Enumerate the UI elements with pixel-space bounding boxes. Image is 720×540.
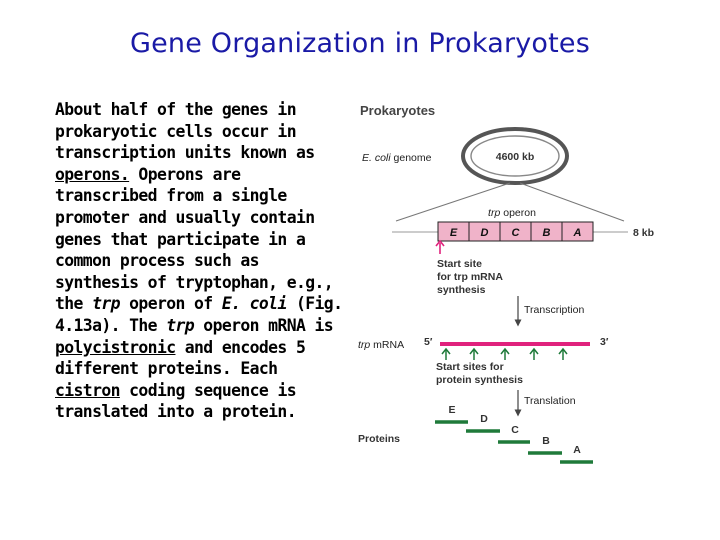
term-polycistronic: polycistronic [55,337,176,357]
mrna-label-italic: trp [358,339,370,351]
body-part: About half of the genes in prokaryotic c… [55,100,315,163]
translation-label: Translation [524,395,576,407]
protein-start-line: Start sites for [436,361,504,373]
protein-start-arrow-head [441,347,451,355]
start-site-line: for trp mRNA [437,271,503,283]
gene-label-E: E [450,227,458,239]
mrna-five-prime: 5′ [424,336,433,348]
protein-start-line: protein synthesis [436,374,523,386]
body-text: About half of the genes in prokaryotic c… [55,99,345,423]
term-trp: trp [166,315,195,335]
protein-start-arrow-head [558,347,568,355]
zoom-line-right [519,182,625,222]
start-site-arrow-head [435,239,445,247]
protein-label-A: A [573,444,581,456]
operon-label: trp operon [488,207,536,219]
protein-start-arrow-head [529,347,539,355]
protein-start-arrows [441,347,568,360]
gene-box-A [561,221,594,242]
protein-label-E: E [448,404,455,416]
body-part: operon mRNA is [194,315,334,335]
gene-label-B: B [543,227,551,239]
genome-label-rest: genome [391,152,432,164]
term-trp: trp [92,294,120,314]
term-cistron: cistron [55,380,120,400]
genome-ring-outer [461,127,569,185]
protein-start-arrow-head [469,347,479,355]
gene-label-A: A [573,227,582,239]
gene-label-D: D [481,227,489,239]
protein-label-D: D [480,413,488,425]
protein-label-C: C [511,424,519,436]
gene-label-C: C [512,227,521,239]
start-site-text: Start site for trp mRNA synthesis [437,258,505,296]
protein-bars: E D C B A [435,404,593,464]
transcription-label: Transcription [524,304,584,316]
body-part: coding sequence is translated into a pro… [55,380,297,422]
body-part: Operons are transcribed from a single pr… [55,164,334,314]
start-site-line: synthesis [437,284,486,296]
zoom-line-left [395,182,511,222]
mrna-label-rest: mRNA [370,339,404,351]
protein-label-B: B [542,435,550,447]
operon-scale: 8 kb [633,227,654,239]
body-part: (Fig. 4.13a). The [55,294,343,335]
genome-size: 4600 kb [496,151,535,163]
genome-label-italic: E. coli [362,152,391,164]
body-part: and encodes 5 different proteins. Each [55,337,306,379]
term-ecoli: E. coli [221,294,287,314]
start-site-line: Start site [437,258,482,270]
operon-label-rest: operon [500,207,536,219]
protein-start-text: Start sites for protein synthesis [436,361,523,386]
protein-start-arrow-head [500,347,510,355]
mrna-three-prime: 3′ [600,336,609,348]
mrna-label: trp mRNA [358,339,404,351]
genome-ring-inner [470,135,560,177]
slide-title: Gene Organization in Prokaryotes [129,28,591,59]
operon-diagram: Prokaryotes E. coli genome 4600 kb trp o… [358,103,654,464]
proteins-label: Proteins [358,433,400,445]
body-part: operon of [119,294,222,314]
genome-label: E. coli genome [362,152,432,164]
diagram-header: Prokaryotes [360,103,435,118]
operon-label-italic: trp [488,207,500,219]
term-operons: operons. [55,164,130,184]
